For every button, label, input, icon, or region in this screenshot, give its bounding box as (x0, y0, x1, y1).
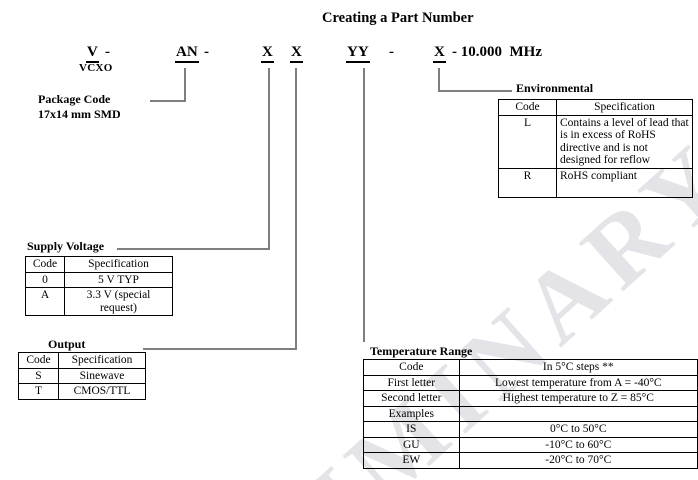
table-row: T CMOS/TTL (18, 383, 146, 400)
part-token-frequency: - 10.000 MHz (452, 44, 542, 60)
temperature-row-code: EW (363, 452, 460, 469)
table-row: IS 0°C to 50°C (363, 421, 698, 438)
temperature-row-spec: -20°C to 70°C (458, 452, 698, 469)
temperature-row-spec: -10°C to 60°C (458, 436, 698, 453)
temperature-row-spec: Highest temperature to Z = 85°C (458, 390, 698, 407)
temperature-row-spec: Lowest temperature from A = -40°C (458, 374, 698, 391)
part-token-x2: X (290, 44, 303, 63)
supply-voltage-code-0: 0 (25, 271, 65, 288)
part-dash-2: - (204, 44, 209, 60)
connector-yy-vertical (363, 68, 365, 342)
part-dash-3: - (389, 44, 394, 60)
table-row: A 3.3 V (special request) (25, 287, 173, 316)
output-spec-t: CMOS/TTL (58, 383, 146, 400)
output-code-t: T (18, 383, 59, 400)
connector-an-vertical (184, 68, 186, 102)
output-header-row: Code Specification (18, 352, 146, 369)
temperature-row-code: Code (363, 359, 460, 376)
table-row: L Contains a level of lead that is in ex… (498, 114, 693, 169)
environmental-spec-r: RoHS compliant (556, 167, 693, 198)
environmental-header-row: Code Specification (498, 99, 693, 116)
supply-voltage-code-a: A (25, 287, 65, 316)
temperature-row-spec: 0°C to 50°C (458, 421, 698, 438)
output-header-spec: Specification (58, 352, 146, 369)
table-row: Examples (363, 405, 698, 422)
environmental-label: Environmental (516, 81, 594, 95)
part-token-v: V (86, 44, 99, 63)
table-row: First letter Lowest temperature from A =… (363, 374, 698, 391)
part-token-x3: X (433, 44, 446, 63)
table-row: Code In 5°C steps ** (363, 359, 698, 376)
supply-voltage-table: Code Specification 0 5 V TYP A 3.3 V (sp… (25, 256, 173, 316)
temperature-row-code: IS (363, 421, 460, 438)
temperature-range-label: Temperature Range (370, 344, 473, 358)
connector-x3-vertical (438, 68, 440, 92)
supply-voltage-header-row: Code Specification (25, 256, 173, 273)
temperature-row-spec (458, 405, 698, 422)
connector-x1-vertical (268, 68, 270, 250)
output-label: Output (48, 337, 86, 351)
environmental-header-code: Code (498, 99, 557, 116)
part-token-yy: YY (346, 44, 370, 63)
table-row: GU -10°C to 60°C (363, 436, 698, 453)
table-row: 0 5 V TYP (25, 271, 173, 288)
connector-x2-vertical (295, 68, 297, 350)
table-row: R RoHS compliant (498, 167, 693, 198)
temperature-row-code: Examples (363, 405, 460, 422)
output-table: Code Specification S Sinewave T CMOS/TTL (18, 352, 146, 400)
temperature-row-code: First letter (363, 374, 460, 391)
part-token-an: AN (175, 44, 199, 63)
page-title: Creating a Part Number (322, 10, 474, 26)
supply-voltage-spec-0: 5 V TYP (64, 271, 173, 288)
supply-voltage-spec-a: 3.3 V (special request) (64, 287, 173, 316)
environmental-spec-l: Contains a level of lead that is in exce… (556, 114, 693, 169)
temperature-row-code: Second letter (363, 390, 460, 407)
package-code-line2: 17x14 mm SMD (38, 107, 121, 121)
environmental-table: Code Specification L Contains a level of… (498, 99, 693, 198)
output-spec-s: Sinewave (58, 367, 146, 384)
output-code-s: S (18, 367, 59, 384)
output-header-code: Code (18, 352, 59, 369)
supply-voltage-header-spec: Specification (64, 256, 173, 273)
supply-voltage-header-code: Code (25, 256, 65, 273)
temperature-range-table: Code In 5°C steps ** First letter Lowest… (363, 359, 698, 469)
vcxo-label: VCXO (79, 62, 113, 74)
connector-x3-horizontal (438, 90, 512, 92)
part-dash-1: - (105, 44, 110, 60)
environmental-code-l: L (498, 114, 557, 169)
connector-x1-horizontal (117, 248, 270, 250)
temperature-row-code: GU (363, 436, 460, 453)
connector-an-horizontal (150, 100, 186, 102)
table-row: S Sinewave (18, 367, 146, 384)
package-code-label: Package Code 17x14 mm SMD (38, 92, 121, 122)
part-token-x1: X (261, 44, 274, 63)
package-code-line1: Package Code (38, 92, 111, 106)
connector-x2-horizontal (143, 348, 297, 350)
environmental-header-spec: Specification (556, 99, 693, 116)
temperature-row-spec: In 5°C steps ** (458, 359, 698, 376)
supply-voltage-label: Supply Voltage (27, 239, 105, 253)
environmental-code-r: R (498, 167, 557, 198)
table-row: Second letter Highest temperature to Z =… (363, 390, 698, 407)
table-row: EW -20°C to 70°C (363, 452, 698, 469)
